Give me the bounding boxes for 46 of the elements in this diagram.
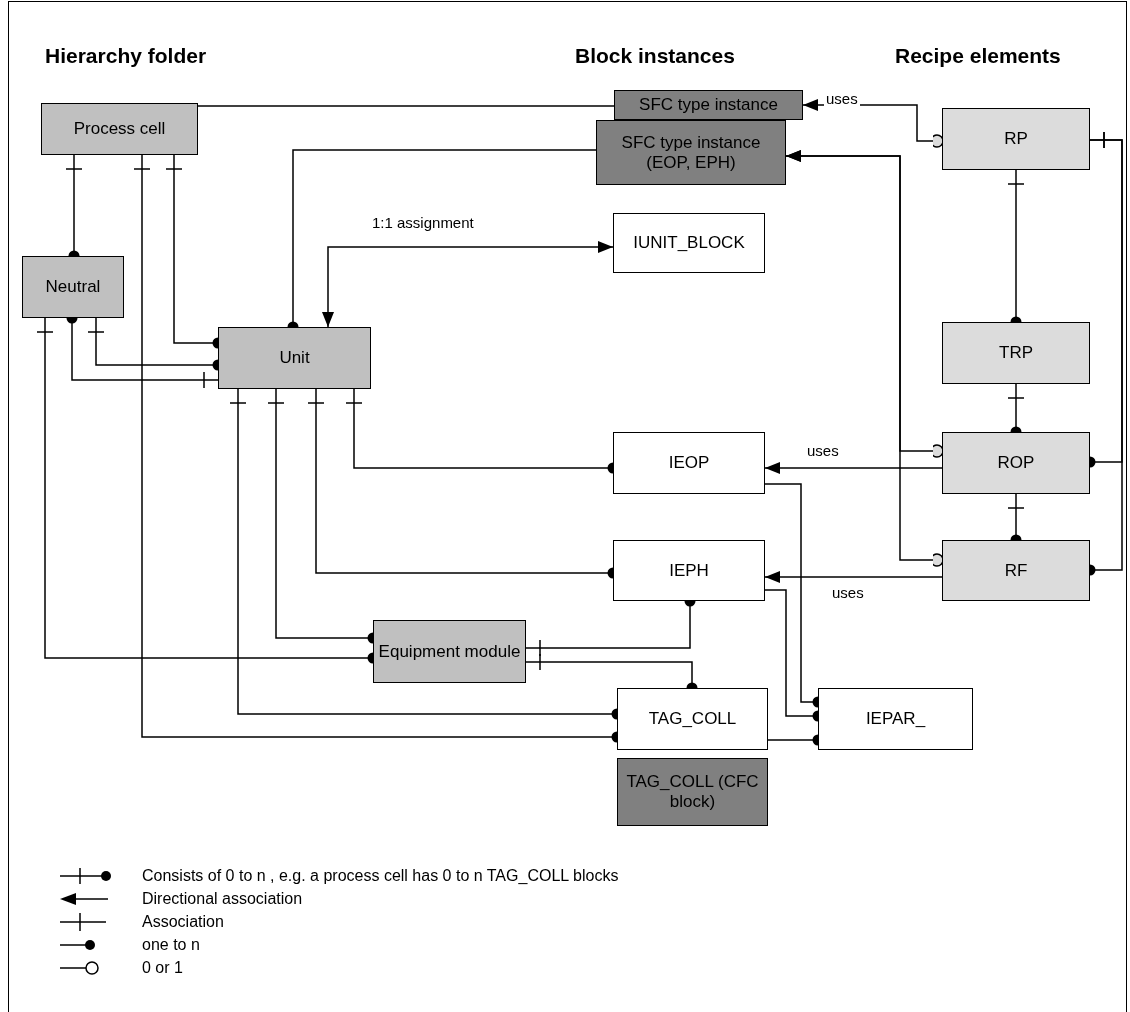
- connector-line: [197, 105, 615, 107]
- column-heading: Recipe elements: [895, 44, 1061, 68]
- connector-line: [764, 462, 943, 474]
- entity-box: [22, 256, 124, 318]
- node-label: Equipment module: [378, 641, 521, 662]
- entity-box: [613, 432, 765, 494]
- node-label: TAG_COLL: [648, 709, 737, 729]
- entity-box: [617, 688, 768, 750]
- node-label: SFC type instance: [639, 95, 778, 115]
- node-label: SFC type instance (EOP, EPH): [620, 132, 762, 173]
- block-box: [614, 90, 803, 120]
- edge-label: 1:1 assignment: [370, 214, 476, 231]
- node-label: RF: [1004, 560, 1028, 581]
- legend-text: Consists of 0 to n , e.g. a process cell has 0 to n TAG_COLL blocks: [142, 867, 619, 885]
- node-label: IEPAR_: [865, 709, 926, 729]
- block-box: [617, 758, 768, 826]
- legend-text: Directional association: [142, 890, 303, 908]
- node-label: IUNIT_BLOCK: [633, 233, 745, 253]
- entity-box: [942, 108, 1090, 170]
- entity-box: [942, 540, 1090, 601]
- entity-box: [373, 620, 526, 683]
- node-label: IEPH: [669, 560, 709, 581]
- entity-box: [41, 103, 198, 155]
- entity-box: [818, 688, 973, 750]
- entity-box: [613, 540, 765, 601]
- legend-text: one to n: [142, 936, 200, 954]
- legend-text: 0 or 1: [142, 959, 183, 977]
- node-label: IEOP: [668, 453, 710, 473]
- node-label: RP: [1004, 129, 1028, 149]
- node-label: ROP: [997, 453, 1035, 473]
- node-label: Neutral: [45, 277, 101, 297]
- column-heading: Block instances: [575, 44, 735, 68]
- node-label: TAG_COLL (CFC block): [625, 772, 760, 812]
- entity-box: [613, 213, 765, 273]
- connector-line: [785, 150, 944, 567]
- entity-box: [942, 322, 1090, 384]
- node-label: Unit: [279, 348, 310, 368]
- entity-box: [218, 327, 371, 389]
- block-box: [596, 120, 786, 185]
- column-heading: Hierarchy folder: [45, 44, 207, 68]
- legend-text: Association: [142, 913, 224, 931]
- node-label: Process cell: [73, 119, 166, 139]
- connector-line: [764, 571, 943, 583]
- node-label: TRP: [999, 343, 1033, 363]
- connector-line: [322, 241, 614, 328]
- entity-box: [942, 432, 1090, 494]
